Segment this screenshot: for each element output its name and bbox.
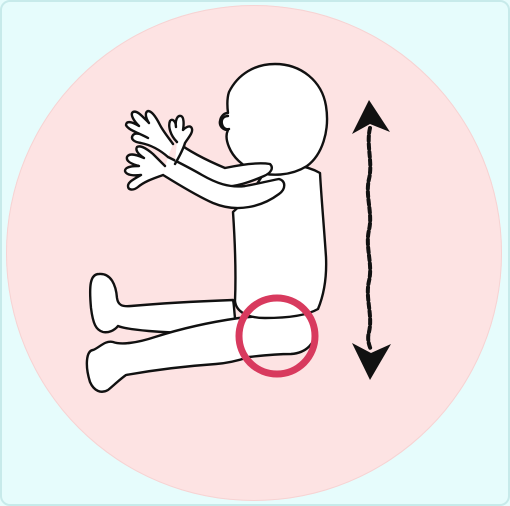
- baby-head: [220, 64, 327, 175]
- height-arrow-shaft: [368, 128, 371, 350]
- height-arrow-icon: [352, 100, 391, 380]
